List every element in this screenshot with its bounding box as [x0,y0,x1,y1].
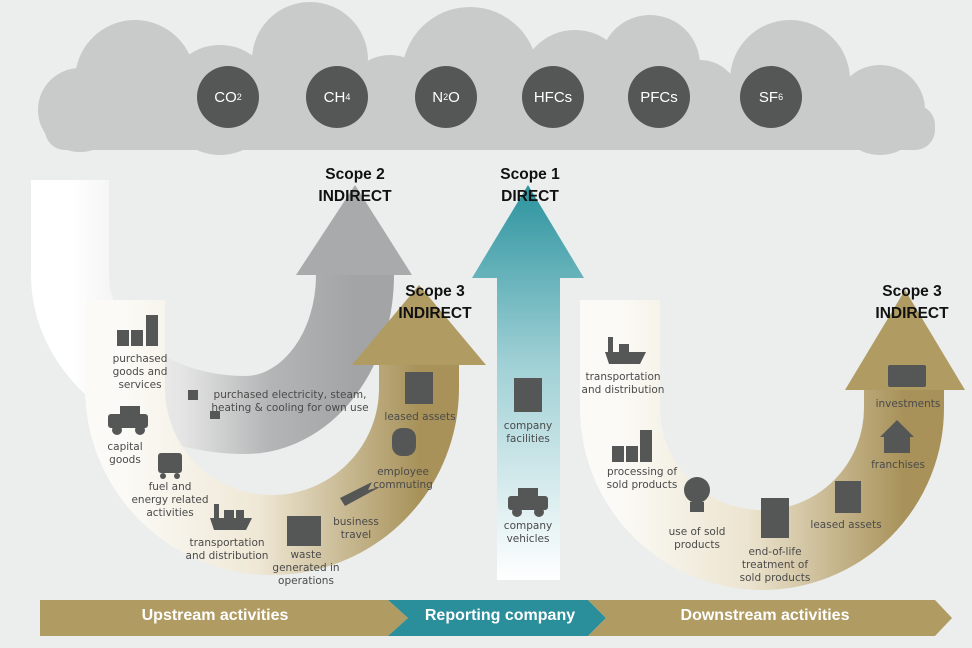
downstream-item: end-of-life treatment of sold products [739,546,811,584]
recycle-bin-icon [761,498,789,538]
building-icon [835,481,861,513]
plug-icon [188,390,220,419]
banner-upstream: Upstream activities [141,607,289,624]
car-icon [508,488,548,517]
banner-reporting: Reporting company [424,607,576,624]
coal-cart-icon [158,453,182,479]
bottom-banner [40,600,952,636]
upstream-item: fuel and energy related activities [131,481,209,519]
dumpster-icon [287,516,321,546]
airplane-icon [340,482,380,506]
clouds [38,2,935,155]
factory-icon [612,430,652,462]
scope1-item: company vehicles [503,520,553,545]
upstream-item: transportation and distribution [185,537,269,562]
icons [108,315,926,546]
upstream-item: capital goods [107,441,143,466]
banner-downstream: Downstream activities [680,607,850,624]
downstream-item: use of sold products [668,526,726,551]
gas-hfcs: HFCs [522,66,584,128]
house-icon [880,420,914,453]
downstream-item: franchises [871,459,925,471]
downstream-item: leased assets [810,519,882,531]
upstream-item: leased assets [384,411,456,423]
car-icon [108,406,148,435]
factory-icon [117,315,158,346]
upstream-item: purchased goods and services [112,353,168,391]
scope1-item: company facilities [503,420,553,445]
downstream-item: transportation and distribution [581,371,665,396]
money-icon [888,365,926,387]
downstream-item: investments [875,398,941,410]
downstream-item: processing of sold products [606,466,678,491]
building-icon [405,372,433,404]
scope3-downstream-arrow [580,300,944,590]
scope2-item: purchased electricity, steam, heating & … [211,389,369,414]
ship-icon [605,337,646,364]
building-icon [514,378,542,412]
gas-pfcs: PFCs [628,66,690,128]
train-icon [392,428,416,456]
upstream-item: business travel [333,516,379,541]
upstream-item: employee commuting [373,466,433,491]
ship-icon [210,504,252,530]
lightbulb-icon [684,477,710,512]
upstream-item: waste generated in operations [272,549,340,587]
